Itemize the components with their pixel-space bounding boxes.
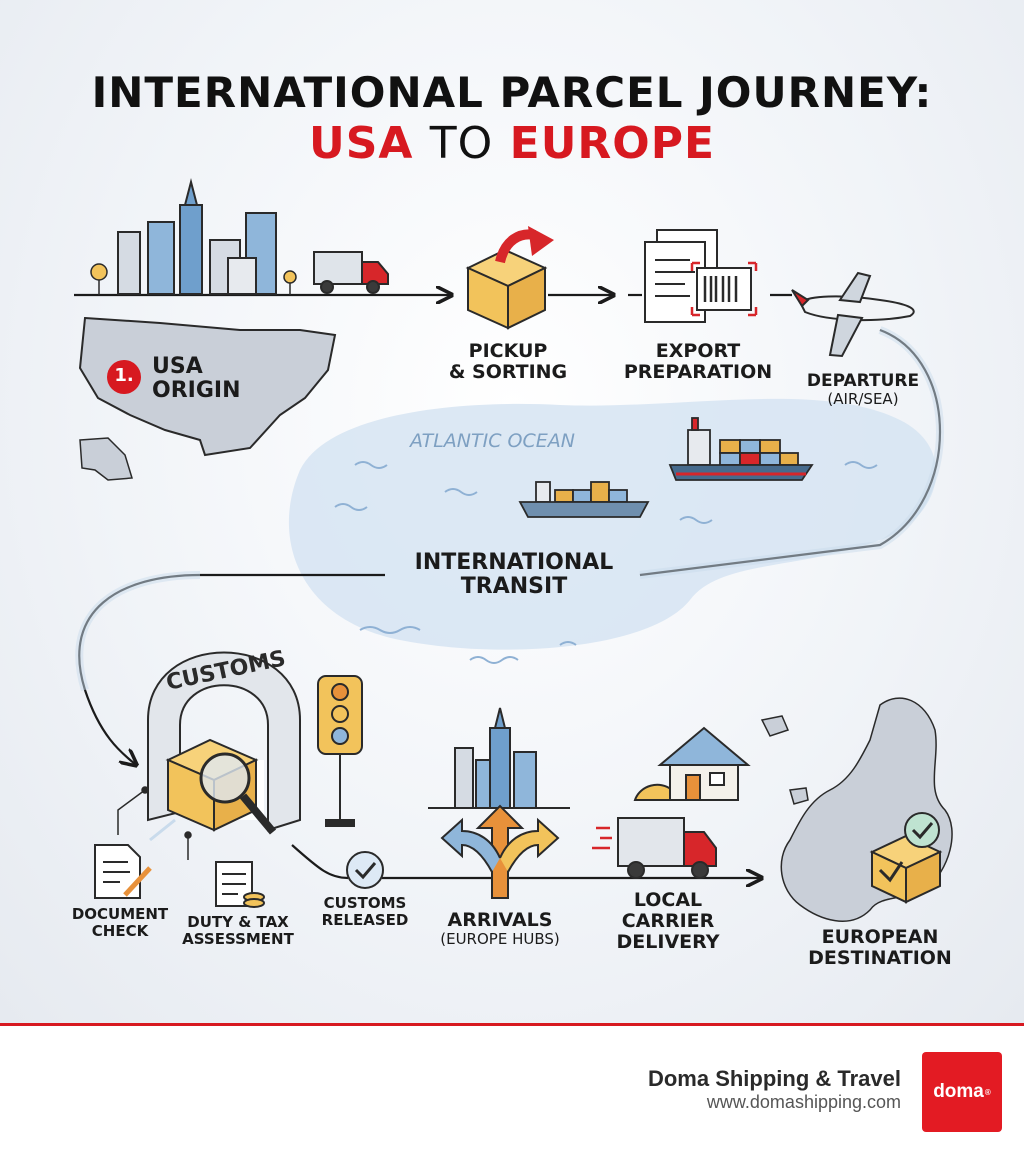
- title-origin: USA: [308, 118, 414, 169]
- title-line-2: USA TO EUROPE: [0, 118, 1024, 169]
- title-destination: EUROPE: [509, 118, 716, 169]
- sub-step-connectors: [117, 786, 192, 860]
- pickup-line-2: & SORTING: [448, 360, 568, 383]
- document-check-label: DOCUMENT CHECK: [62, 906, 178, 939]
- transit-line-2: TRANSIT: [460, 574, 568, 600]
- arrivals-line-2: (EUROPE HUBS): [440, 929, 560, 948]
- departure-line-1: DEPARTURE: [806, 371, 920, 391]
- usa-origin-line-2: ORIGIN: [152, 378, 241, 404]
- pickup-box-icon: [465, 226, 554, 330]
- title-line-1: INTERNATIONAL PARCEL JOURNEY:: [91, 68, 933, 117]
- destination-line-2: DESTINATION: [808, 946, 952, 969]
- local-delivery-line-2: CARRIER: [621, 909, 715, 932]
- customs-released-label: CUSTOMS RELEASED: [310, 895, 420, 928]
- local-delivery-line-1: LOCAL: [633, 889, 703, 911]
- alaska-map: [79, 437, 133, 481]
- traffic-light-icon: [317, 675, 363, 827]
- step-1-badge: [107, 360, 141, 394]
- customs-released-line-2: RELEASED: [321, 910, 409, 929]
- logo-text: doma: [933, 1081, 984, 1102]
- departure-label: DEPARTURE (AIR/SEA): [795, 372, 931, 407]
- cargo-ship-large: [668, 417, 814, 481]
- customs-released-check-icon: [346, 851, 384, 889]
- doma-logo: doma®: [922, 1052, 1002, 1132]
- arrivals-line-1: ARRIVALS: [447, 909, 553, 931]
- europe-skyline: [428, 707, 570, 809]
- usa-origin-label: USA ORIGIN: [152, 354, 241, 404]
- export-line-2: PREPARATION: [623, 360, 773, 383]
- customs-released-line-1: CUSTOMS: [323, 894, 407, 912]
- usa-truck: [313, 251, 389, 294]
- house-icon: [633, 726, 751, 801]
- direction-arrows-icon: [440, 804, 560, 899]
- duty-tax-label: DUTY & TAX ASSESSMENT: [176, 914, 300, 947]
- usa-skyline: [117, 178, 277, 295]
- export-line-1: EXPORT: [655, 340, 741, 362]
- pickup-label: PICKUP & SORTING: [438, 341, 578, 383]
- departure-line-2: (AIR/SEA): [827, 389, 899, 408]
- duty-tax-line-2: ASSESSMENT: [182, 929, 294, 948]
- duty-tax-icon: [215, 861, 265, 908]
- delivery-truck-icon: [592, 817, 717, 879]
- magnifier-icon: [199, 752, 277, 835]
- destination-label: EUROPEAN DESTINATION: [790, 927, 970, 969]
- europe-islands: [760, 715, 809, 805]
- export-label: EXPORT PREPARATION: [616, 341, 780, 383]
- destination-line-1: EUROPEAN: [821, 926, 939, 948]
- company-url[interactable]: www.domashipping.com: [706, 1092, 901, 1112]
- local-delivery-label: LOCAL CARRIER DELIVERY: [596, 890, 740, 953]
- document-check-icon: [94, 844, 152, 899]
- local-delivery-line-3: DELIVERY: [616, 930, 720, 953]
- document-check-line-1: DOCUMENT: [71, 905, 169, 923]
- duty-tax-line-1: DUTY & TAX: [187, 913, 289, 931]
- step-1-number: 1.: [114, 365, 134, 386]
- arrivals-label: ARRIVALS (EUROPE HUBS): [420, 910, 580, 947]
- ocean-area: [288, 398, 937, 650]
- transit-line-1: INTERNATIONAL: [414, 550, 614, 575]
- footer: [0, 1025, 1024, 1154]
- export-documents-icon: [644, 229, 758, 323]
- footer-divider: [0, 1023, 1024, 1026]
- ocean-waves: [334, 461, 878, 664]
- document-check-line-2: CHECK: [91, 921, 149, 940]
- company-name: Doma Shipping & Travel: [647, 1066, 901, 1091]
- airplane-icon: [791, 271, 915, 358]
- usa-origin-line-1: USA: [152, 354, 203, 379]
- usa-map: [78, 316, 337, 457]
- logo-mark: ®: [984, 1087, 991, 1097]
- destination-box-icon: [869, 834, 943, 904]
- destination-check-icon: [904, 812, 940, 848]
- ocean-label: ATLANTIC OCEAN: [410, 430, 575, 452]
- trees: [90, 263, 297, 295]
- journey-illustration: CUSTOMS: [74, 178, 953, 922]
- title-connector: TO: [429, 118, 494, 169]
- cargo-ship-small: [518, 481, 650, 518]
- pickup-line-1: PICKUP: [468, 340, 548, 362]
- transit-label: INTERNATIONAL TRANSIT: [390, 550, 638, 600]
